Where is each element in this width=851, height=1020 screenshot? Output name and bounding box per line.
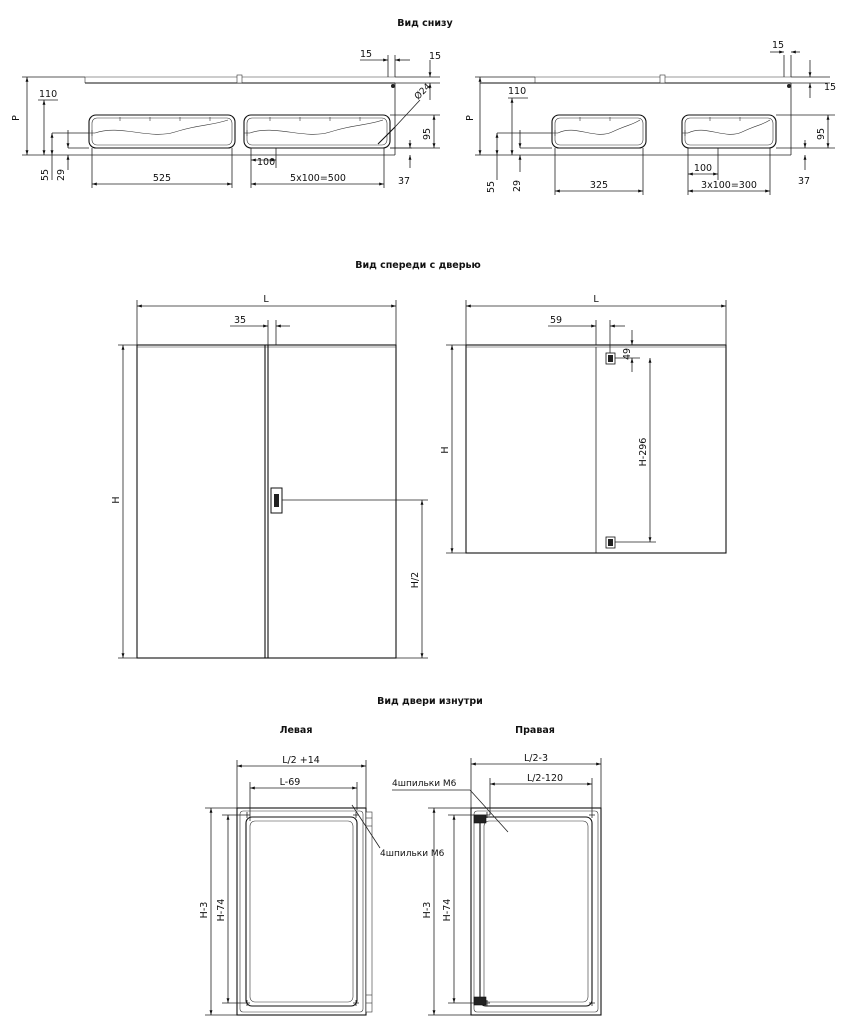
bottom-view-right: P 110 55 29 15 15 95 37 — [465, 40, 836, 195]
front-left-outline — [136, 344, 397, 659]
dim-l69: L-69 — [280, 777, 301, 788]
dim-h3-right: H-3 — [422, 902, 433, 919]
dim-100-right: 100 — [694, 163, 712, 174]
title-right-door: Правая — [515, 725, 555, 736]
door-inside-left: L/2 +14 L-69 4шпильки M6 H-3 H-74 — [199, 755, 445, 1016]
door-inside-right: L/2-3 L/2-120 4шпильки M6 H-3 H-74 — [392, 753, 602, 1016]
dim-15-top: 15 — [360, 49, 372, 60]
hinge-inner-top-icon — [473, 814, 487, 824]
dim-p: P — [11, 115, 22, 121]
dim-15-right: 15 — [429, 51, 441, 62]
dim-100: 100 — [257, 157, 275, 168]
label-studs-left: 4шпильки M6 — [380, 849, 445, 859]
dim-15-right-right: 15 — [824, 82, 836, 93]
handle-icon — [274, 494, 279, 507]
dim-h74-right: H-74 — [442, 899, 453, 922]
door-right-outline — [470, 807, 602, 1016]
dim-h74-left: H-74 — [216, 899, 227, 922]
dim-l2-3: L/2-3 — [524, 753, 548, 764]
dim-37-right: 37 — [798, 176, 810, 187]
dim-37: 37 — [398, 176, 410, 187]
dim-l2-14: L/2 +14 — [282, 755, 320, 766]
dim-29-right: 29 — [512, 180, 523, 192]
dim-110: 110 — [39, 89, 57, 100]
dim-15-top-right: 15 — [772, 40, 784, 51]
title-door-inside: Вид двери изнутри — [377, 696, 483, 707]
label-studs-right: 4шпильки M6 — [392, 779, 457, 789]
front-view-left: L 35 H H/2 — [111, 294, 428, 659]
dim-29: 29 — [56, 169, 67, 181]
dim-h: H — [111, 496, 122, 503]
dim-h3-left: H-3 — [199, 902, 210, 919]
dim-325: 325 — [590, 180, 608, 191]
dim-35: 35 — [234, 315, 246, 326]
title-front-view: Вид спереди с дверью — [355, 260, 481, 271]
dim-h2: H/2 — [410, 572, 421, 588]
dim-l-right: L — [593, 294, 599, 305]
dim-59: 59 — [550, 315, 562, 326]
front-view-right: L 59 49 H H-296 — [440, 294, 727, 554]
dim-110-right: 110 — [508, 86, 526, 97]
dim-3x100: 3x100=300 — [701, 180, 757, 191]
title-bottom-view: Вид снизу — [397, 18, 453, 29]
dim-5x100: 5x100=500 — [290, 173, 346, 184]
title-left-door: Левая — [280, 725, 313, 736]
dim-l2-120: L/2-120 — [527, 773, 563, 784]
hinge-inner-bottom-icon — [473, 996, 487, 1006]
door-left-outline — [236, 807, 367, 1016]
dim-55-right: 55 — [486, 181, 497, 193]
hinge-top-icon — [608, 355, 613, 362]
hinge-bottom-icon — [608, 539, 613, 546]
dim-h-right: H — [440, 446, 451, 453]
bottom-view-left: Ø24 P 110 55 29 15 15 9 — [11, 49, 441, 188]
dim-p-right: P — [465, 115, 476, 121]
dim-95: 95 — [422, 128, 433, 140]
dim-l: L — [263, 294, 269, 305]
dim-55: 55 — [40, 169, 51, 181]
dim-95-right: 95 — [816, 128, 827, 140]
dim-49: 49 — [622, 348, 633, 360]
dim-525: 525 — [153, 173, 171, 184]
dim-h296: H-296 — [638, 438, 649, 467]
